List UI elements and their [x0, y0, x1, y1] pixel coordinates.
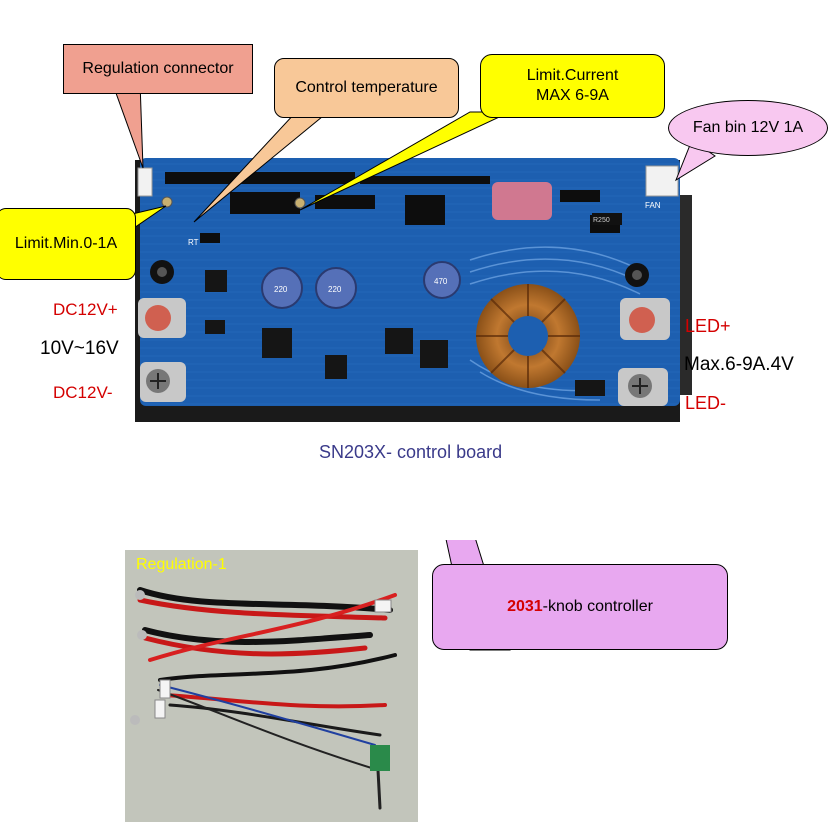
control-temperature-callout: Control temperature [274, 58, 459, 118]
control-temperature-label: Control temperature [295, 79, 438, 96]
limit-current-label-line1: Limit.Current [526, 67, 619, 84]
r250-silkscreen: R250 [593, 217, 610, 224]
knob-controller-callout: 2031-knob controller [432, 564, 728, 650]
led-max-rating: Max.6-9A.4V [684, 354, 794, 375]
capacitor-3: 470 [423, 261, 461, 299]
limit-current-callout: Limit.Current MAX 6-9A [480, 54, 665, 118]
knob-controller-text: -knob controller [542, 598, 653, 615]
regulation-photo-label: Regulation-1 [136, 556, 227, 573]
fan-bin-label: Fan bin 12V 1A [692, 119, 804, 136]
led-minus-label: LED- [685, 393, 727, 413]
limit-current-label-line2: MAX 6-9A [536, 87, 609, 104]
regulation-connector-label: Regulation connector [82, 60, 234, 77]
regulation-cable-photo [125, 540, 511, 822]
regulation-connector-pointer [111, 81, 144, 169]
capacitor-2: 220 [315, 267, 357, 309]
rt-silkscreen: RT [188, 238, 199, 247]
regulation-connector-callout: Regulation connector [63, 44, 253, 94]
svg-text:220: 220 [274, 285, 288, 294]
svg-text:470: 470 [434, 277, 448, 286]
capacitor-1: 220 [261, 267, 303, 309]
dc-plus-label: DC12V+ [53, 300, 118, 319]
board-caption: SN203X- control board [319, 442, 503, 462]
fan-silkscreen: FAN [645, 201, 661, 210]
svg-text:220: 220 [328, 285, 342, 294]
input-voltage-range: 10V~16V [40, 338, 119, 359]
control-board-photo: FAN RT R250 220 220 470 [111, 81, 716, 422]
led-plus-label: LED+ [685, 316, 731, 336]
fan-bin-callout: Fan bin 12V 1A [668, 100, 828, 156]
dc-minus-label: DC12V- [53, 383, 113, 402]
limit-min-label: Limit.Min.0-1A [14, 235, 118, 252]
knob-controller-number: 2031 [507, 598, 543, 615]
limit-min-callout: Limit.Min.0-1A [0, 208, 136, 280]
